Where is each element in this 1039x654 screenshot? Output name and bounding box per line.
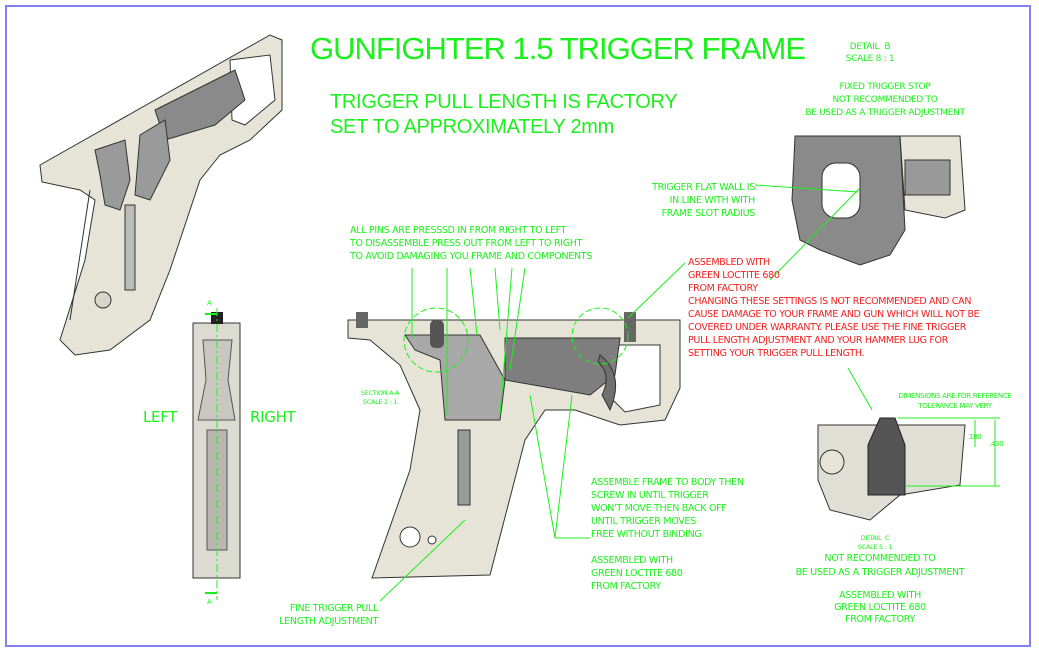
- pins-note-1: ALL PINS ARE PRESSSD IN FROM RIGHT TO LE…: [350, 225, 567, 236]
- detail-c-loctite-2: GREEN LOCTITE 680: [834, 602, 926, 613]
- leader-lines: [379, 184, 873, 602]
- assemble-note-2: SCREW IN UNTIL TRIGGER: [591, 490, 709, 501]
- trigger-flat-wall-1: TRIGGER FLAT WALL IS: [652, 182, 755, 193]
- warning-line-2: GREEN LOCTITE 680: [688, 270, 780, 281]
- assemble-note-5: FREE WITHOUT BINDING: [591, 529, 702, 540]
- dimensions-note-1: DIMENSIONS ARE FOR REFERENCE: [898, 392, 1012, 400]
- loctite-note-3: FROM FACTORY: [591, 581, 661, 592]
- section-marker-top: A: [207, 299, 212, 307]
- drawing-border: [5, 5, 1031, 647]
- trigger-flat-wall-3: FRAME SLOT RADIUS: [661, 208, 756, 219]
- section-scale: SCALE 2 : 1: [362, 398, 398, 406]
- warning-line-1: ASSEMBLED WITH: [688, 257, 770, 268]
- section-marker-bottom: A: [207, 598, 212, 606]
- fine-adjust-1: FINE TRIGGER PULL: [289, 603, 378, 614]
- warning-line-7: PULL LENGTH ADJUSTMENT AND YOUR HAMMER L…: [688, 335, 949, 346]
- detail-c-view: [817, 417, 1000, 521]
- pins-note-2: TO DISASSEMBLE PRESS OUT FROM LEFT TO RI…: [350, 238, 583, 249]
- pins-note-3: TO AVOID DAMAGING YOU FRAME AND COMPONEN…: [350, 251, 592, 262]
- right-label: RIGHT: [250, 408, 296, 426]
- detail-c-note-2: BE USED AS A TRIGGER ADJUSTMENT: [795, 567, 965, 578]
- warning-line-4: CHANGING THESE SETTINGS IS NOT RECOMMEND…: [688, 296, 972, 307]
- subtitle-line-2: SET TO APPROXIMATELY 2mm: [330, 116, 615, 138]
- dimension-outer: .430: [989, 440, 1004, 448]
- section-a-a-view: [192, 308, 241, 600]
- subtitle-line-1: TRIGGER PULL LENGTH IS FACTORY: [330, 91, 678, 113]
- detail-c-label: DETAIL C: [860, 534, 890, 542]
- detail-c-note-1: NOT RECOMMENDED TO: [824, 553, 936, 564]
- dimension-inner: .180: [967, 433, 982, 441]
- detail-c-scale: SCALE 5 : 1: [857, 543, 893, 551]
- detail-b-scale: SCALE 8 : 1: [845, 54, 895, 64]
- isometric-frame-view: [39, 34, 283, 356]
- assemble-note-1: ASSEMBLE FRAME TO BODY THEN: [591, 477, 744, 488]
- warning-line-8: SETTING YOUR TRIGGER PULL LENGTH.: [688, 348, 865, 359]
- detail-b-note-1: FIXED TRIGGER STOP: [839, 82, 931, 92]
- detail-b-note-3: BE USED AS A TRIGGER ADJUSTMENT: [805, 108, 965, 118]
- detail-b-note-2: NOT RECOMMENDED TO: [832, 95, 938, 105]
- section-label: SECTION A-A: [360, 389, 400, 397]
- loctite-note-1: ASSEMBLED WITH: [591, 555, 673, 566]
- warning-line-3: FROM FACTORY: [688, 283, 758, 294]
- detail-b-view: [791, 135, 966, 266]
- detail-c-loctite-1: ASSEMBLED WITH: [839, 590, 921, 601]
- assemble-note-3: WON'T MOVE THEN BACK OFF: [591, 503, 727, 514]
- loctite-note-2: GREEN LOCTITE 680: [591, 568, 683, 579]
- assemble-note-4: UNTIL TRIGGER MOVES: [591, 516, 696, 527]
- dimensions-note-2: TOLERANCE MAY VERY: [918, 402, 992, 410]
- main-frame-view: [347, 307, 681, 579]
- detail-c-loctite-3: FROM FACTORY: [845, 614, 915, 625]
- warning-line-6: COVERED UNDER WARRANTY. PLEASE USE THE F…: [688, 322, 967, 333]
- trigger-flat-wall-2: IN LINE WITH WITH: [669, 195, 756, 206]
- fine-adjust-2: LENGTH ADJUSTMENT: [279, 616, 378, 627]
- warning-line-5: CAUSE DAMAGE TO YOUR FRAME AND GUN WHICH…: [688, 309, 980, 320]
- left-label: LEFT: [143, 408, 178, 426]
- detail-b-label: DETAIL B: [849, 42, 891, 52]
- drawing-title: GUNFIGHTER 1.5 TRIGGER FRAME: [310, 31, 806, 66]
